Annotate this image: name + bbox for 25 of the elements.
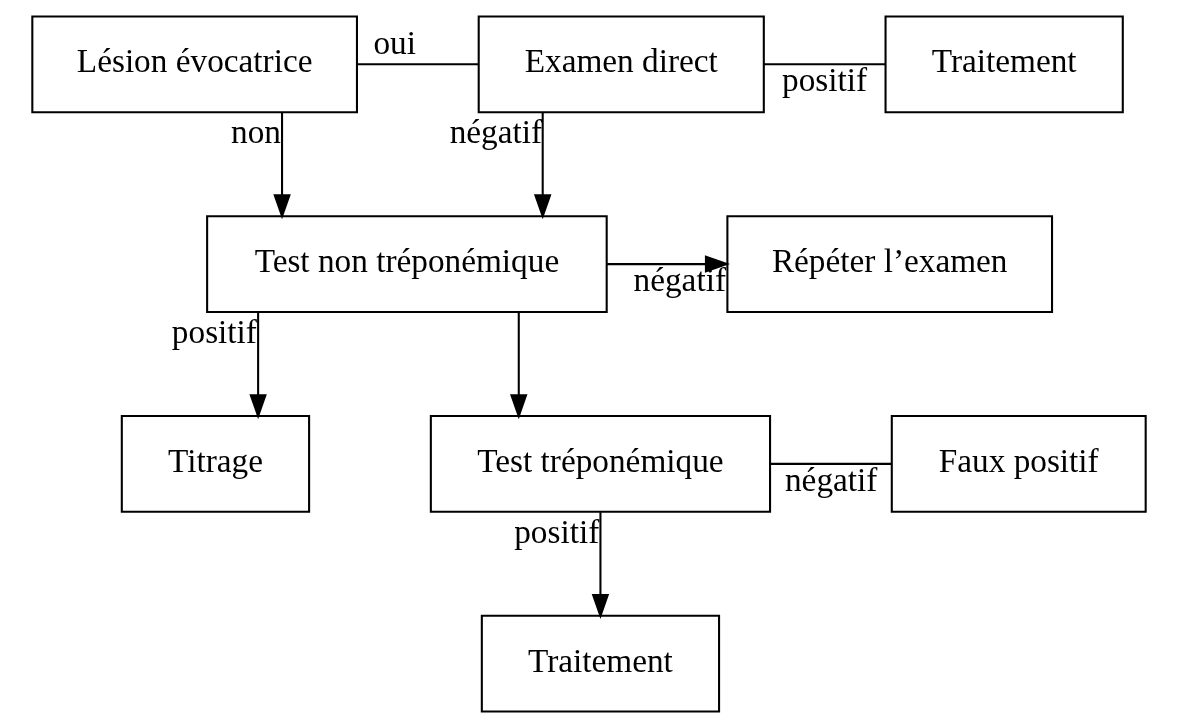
connector (770, 462, 892, 465)
edge-label: non (231, 113, 281, 151)
edge-label: oui (373, 23, 416, 61)
node-box: Traitement (884, 15, 1124, 114)
node-box: Examen direct (477, 15, 765, 114)
arrow (249, 312, 267, 420)
node-box: Test tréponémique (429, 415, 772, 513)
node-box: Traitement (480, 614, 721, 713)
edge-label: négatif (784, 460, 878, 498)
node-box: Titrage (120, 415, 311, 513)
edge-label: positif (171, 313, 257, 350)
node-box: Répéter l’examen (726, 215, 1054, 313)
connector (357, 63, 479, 66)
arrow (510, 312, 528, 420)
connector (763, 63, 886, 66)
edge-label: négatif (633, 260, 726, 298)
arrow (533, 112, 552, 220)
arrow (273, 112, 291, 220)
arrow (591, 512, 610, 619)
edge-label: positif (782, 60, 868, 98)
node-box: Test non tréponémique (206, 215, 608, 313)
arrow (606, 255, 730, 273)
node-box: Lésion évocatrice (31, 15, 358, 114)
edge-label: négatif (449, 113, 543, 151)
node-box: Faux positif (890, 415, 1147, 513)
